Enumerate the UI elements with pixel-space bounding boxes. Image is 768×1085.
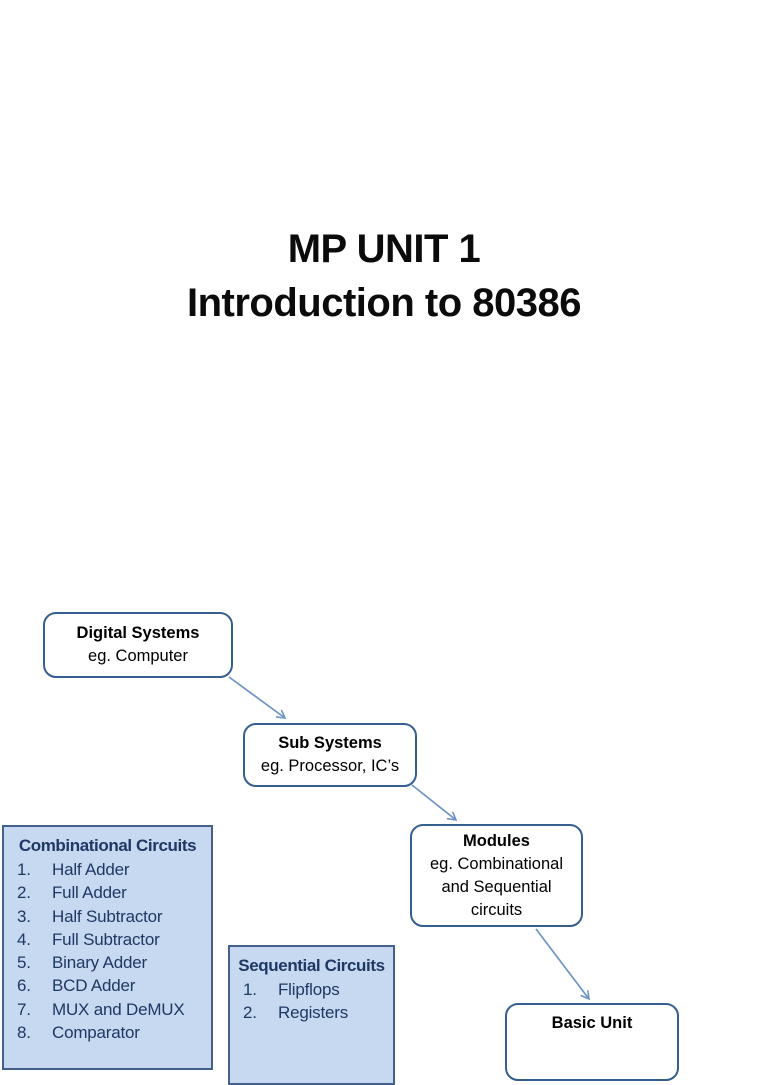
list-item: 4. Full Subtractor <box>4 928 211 951</box>
connector-sub-to-modules <box>411 784 456 820</box>
list-item: 7. MUX and DeMUX <box>4 998 211 1021</box>
list-item-number: 5. <box>17 953 31 973</box>
list-item-label: Half Subtractor <box>52 906 163 926</box>
list-item-label: Flipflops <box>278 980 340 999</box>
flow-node-modules: Modules eg. Combinational and Sequential… <box>410 824 583 927</box>
list-item: 5. Binary Adder <box>4 951 211 974</box>
slide-title: MP UNIT 1 Introduction to 80386 <box>0 222 768 330</box>
list-item-label: Binary Adder <box>52 953 147 973</box>
list-item-label: BCD Adder <box>52 976 136 996</box>
flow-node-title: Digital Systems <box>76 624 200 642</box>
list-item-label: Comparator <box>52 1023 140 1043</box>
list-item: 2. Full Adder <box>4 881 211 904</box>
list-item-number: 3. <box>17 906 31 926</box>
list-item-number: 4. <box>17 929 31 949</box>
list-item-number: 6. <box>17 976 31 996</box>
connector-digital-to-sub <box>228 676 285 718</box>
list-item: 3. Half Subtractor <box>4 905 211 928</box>
list-item-label: Full Subtractor <box>52 929 160 949</box>
list-item-number: 7. <box>17 999 31 1019</box>
sequential-circuits-box: Sequential Circuits 1. Flipflops 2. Registe… <box>228 945 395 1085</box>
list-item: 6. BCD Adder <box>4 974 211 997</box>
list-item-number: 1. <box>17 860 31 879</box>
flow-node-title: Modules <box>463 831 530 850</box>
combinational-circuits-box: Combinational Circuits 1. Half Adder 2. Ful… <box>2 825 213 1070</box>
list-items: 1. Half Adder 2. Full Adder 3. Half Subtracto… <box>4 858 211 1044</box>
list-item: 1. Flipflops <box>230 978 393 1001</box>
slide-title-line-2: Introduction to 80386 <box>187 281 582 325</box>
list-item-number: 8. <box>17 1023 31 1043</box>
flow-node-title: Sub Systems <box>278 734 382 752</box>
list-items: 1. Flipflops 2. Registers <box>230 978 393 1025</box>
list-item-label: Registers <box>278 1003 349 1023</box>
list-item-label: Half Adder <box>52 860 130 879</box>
list-item-number: 1. <box>243 980 257 999</box>
list-item-label: MUX and DeMUX <box>52 999 185 1019</box>
list-item: 1. Half Adder <box>4 858 211 881</box>
list-item-number: 2. <box>243 1003 257 1023</box>
flow-node-subtitle: eg. Processor, IC’s <box>260 757 400 775</box>
flow-node-sub-systems: Sub Systems eg. Processor, IC’s <box>243 723 417 787</box>
flow-node-subtitle: eg. Combinational and Sequential circuit… <box>430 854 563 919</box>
slide-page: MP UNIT 1 Introduction to 80386 Digital … <box>0 222 768 1085</box>
flow-node-subtitle: eg. Computer <box>88 647 188 665</box>
list-item: 2. Registers <box>230 1001 393 1024</box>
connector-modules-to-basic <box>535 928 589 999</box>
list-title: Sequential Circuits <box>238 956 385 975</box>
list-item: 8. Comparator <box>4 1021 211 1044</box>
list-item-label: Full Adder <box>52 883 127 903</box>
flow-node-digital-systems: Digital Systems eg. Computer <box>43 612 233 678</box>
flow-node-basic-unit: Basic Unit <box>505 1003 679 1081</box>
slide-title-line-1: MP UNIT 1 <box>287 227 481 271</box>
list-title: Combinational Circuits <box>18 836 197 855</box>
list-item-number: 2. <box>17 883 31 903</box>
